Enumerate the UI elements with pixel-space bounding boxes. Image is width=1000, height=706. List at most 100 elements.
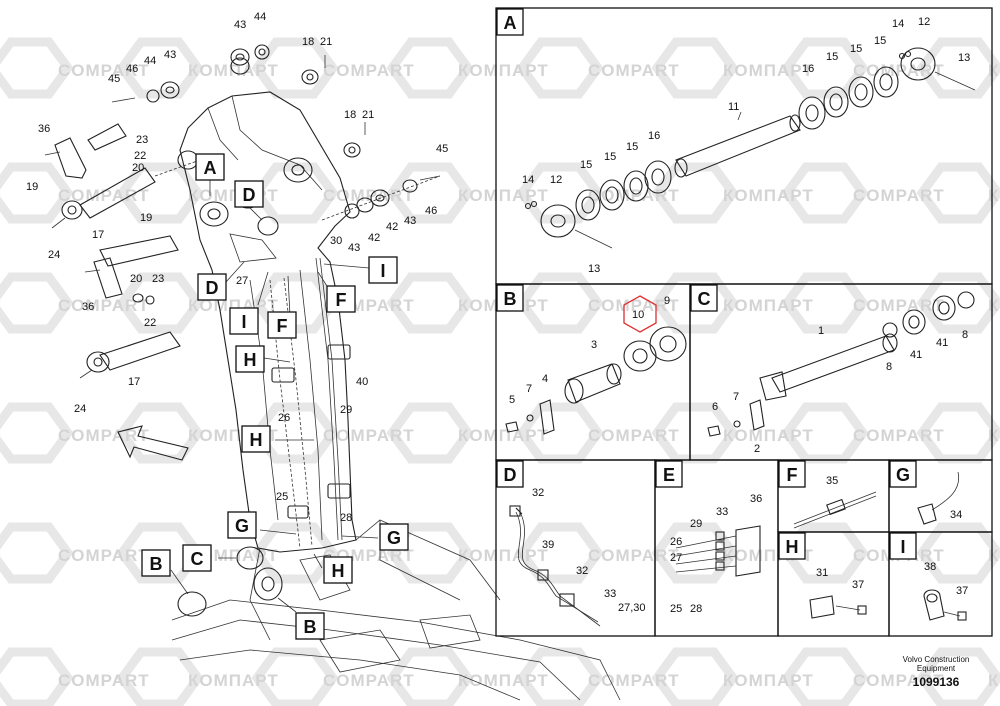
- part-label: 13: [958, 52, 970, 64]
- part-number-labels: 43 44 18 21 45 46 44 43 36 23 22 20 19 1…: [26, 11, 970, 615]
- callout-a: A: [204, 158, 217, 178]
- part-label: 22: [144, 317, 156, 329]
- callout-f-1: F: [277, 316, 288, 336]
- part-label: 18: [302, 36, 314, 48]
- part-label: 1: [818, 325, 824, 337]
- part-label: 41: [936, 337, 948, 349]
- footer-block: Volvo Construction Equipment 1099136: [903, 655, 970, 689]
- watermark-text: КОМПАРТ: [723, 296, 814, 315]
- part-label: 7: [733, 391, 739, 403]
- part-label: 32: [576, 565, 588, 577]
- panel-letter-i: I: [900, 537, 905, 557]
- part-label: 6: [712, 401, 718, 413]
- watermark-text: COMPART: [58, 671, 150, 690]
- callout-d-2: D: [206, 278, 219, 298]
- watermark-text: КОМПАРТ: [988, 426, 1000, 445]
- part-label: 31: [816, 567, 828, 579]
- panel-b-drawing: [505, 295, 687, 435]
- watermark-text: КОМПАРТ: [988, 296, 1000, 315]
- part-label: 37: [852, 579, 864, 591]
- watermark-text: КОМПАРТ: [458, 61, 549, 80]
- panel-a-drawing: [524, 47, 976, 249]
- part-label: 23: [152, 273, 164, 285]
- watermark: КОМПАРТ: [916, 402, 1000, 464]
- part-label: 10: [632, 309, 644, 321]
- panel-f-drawing: [793, 491, 877, 529]
- part-label: 24: [74, 403, 86, 415]
- watermark-text: COMPART: [58, 186, 150, 205]
- part-label: 14: [892, 18, 904, 30]
- part-label: 33: [716, 506, 728, 518]
- part-label: 14: [522, 174, 534, 186]
- part-label: 27: [236, 275, 248, 287]
- part-label: 12: [918, 16, 930, 28]
- company-name-line2: Equipment: [917, 664, 956, 673]
- callout-b-2: B: [304, 617, 317, 637]
- part-label: 42: [386, 221, 398, 233]
- watermark-text: КОМПАРТ: [723, 426, 814, 445]
- watermark: КОМПАРТ: [916, 522, 1000, 584]
- callout-d-1: D: [243, 185, 256, 205]
- part-label: 40: [356, 376, 368, 388]
- callout-c: C: [191, 549, 204, 569]
- part-label: 38: [924, 561, 936, 573]
- part-label: 15: [626, 141, 638, 153]
- callout-h-3: H: [332, 561, 345, 581]
- watermark-text: КОМПАРТ: [723, 61, 814, 80]
- callout-h-1: H: [244, 350, 257, 370]
- watermark-text: КОМПАРТ: [458, 426, 549, 445]
- panel-letter-c: C: [698, 289, 711, 309]
- part-label: 44: [254, 11, 266, 23]
- part-label: 5: [509, 394, 515, 406]
- panel-g-drawing: [917, 471, 960, 525]
- part-label: 43: [164, 49, 176, 61]
- part-label: 18: [344, 109, 356, 121]
- part-label: 41: [910, 349, 922, 361]
- panel-i-drawing: [923, 589, 967, 621]
- part-label: 26: [670, 536, 682, 548]
- panel-h-drawing: [809, 595, 867, 619]
- watermark-text: COMPART: [58, 296, 150, 315]
- part-label: 36: [82, 301, 94, 313]
- part-label: 34: [950, 509, 962, 521]
- part-label: 19: [140, 212, 152, 224]
- company-name: Volvo Construction: [903, 655, 970, 664]
- callout-h-2: H: [250, 430, 263, 450]
- part-label: 8: [886, 361, 892, 373]
- watermark-layer: COMPART КОМПАРТ COMPART КОМПАРТ COMPART КОМПА…: [0, 37, 1000, 706]
- part-label: 8: [962, 329, 968, 341]
- main-drawing: [44, 44, 621, 701]
- part-label: 24: [48, 249, 60, 261]
- part-label: 21: [362, 109, 374, 121]
- drawing-number: 1099136: [913, 675, 960, 689]
- part-label: 29: [340, 404, 352, 416]
- part-label: 23: [136, 134, 148, 146]
- panel-letter-a: A: [504, 13, 517, 33]
- watermark-text: КОМПАРТ: [458, 671, 549, 690]
- part-label: 4: [542, 373, 548, 385]
- panel-letter-e: E: [663, 465, 675, 485]
- part-label: 12: [550, 174, 562, 186]
- callout-f-2: F: [336, 290, 347, 310]
- panel-letter-b: B: [504, 289, 517, 309]
- part-label: 37: [956, 585, 968, 597]
- panel-d-drawing: [509, 505, 601, 627]
- watermark: КОМПАРТ: [916, 647, 1000, 706]
- part-label: 36: [38, 123, 50, 135]
- part-label: 43: [234, 19, 246, 31]
- watermark-text: КОМПАРТ: [988, 61, 1000, 80]
- watermark-text: КОМПАРТ: [988, 671, 1000, 690]
- part-label: 21: [320, 36, 332, 48]
- part-label: 30: [330, 235, 342, 247]
- part-label: 25: [670, 603, 682, 615]
- watermark-text: COMPART: [58, 546, 150, 565]
- part-label: 29: [690, 518, 702, 530]
- part-label: 45: [108, 73, 120, 85]
- panel-letter-d: D: [504, 465, 517, 485]
- part-label: 28: [690, 603, 702, 615]
- panel-c-drawing: [707, 291, 975, 437]
- part-label: 33: [604, 588, 616, 600]
- part-label: 20: [132, 162, 144, 174]
